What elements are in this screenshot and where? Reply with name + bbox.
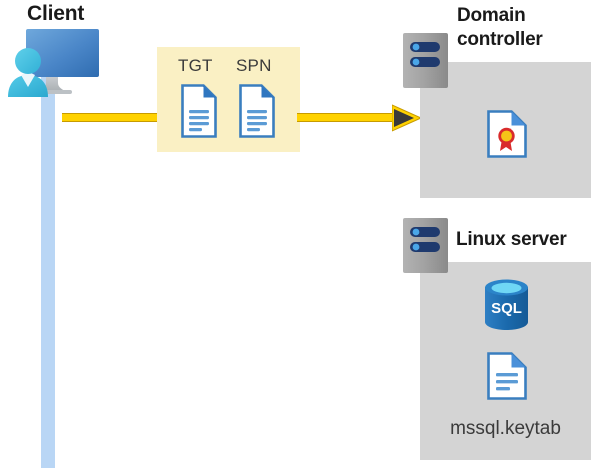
tgt-document-icon [181,84,217,138]
flow-arrow-head-icon [391,103,423,133]
tgt-label: TGT [178,56,213,75]
flow-arrow-segment-left [62,113,158,122]
domain-controller-server-rack-icon [403,33,448,88]
flow-arrow-segment-right [297,113,397,122]
keytab-file-label: mssql.keytab [450,418,561,439]
linux-server-title: Linux server [456,229,567,250]
sql-database-icon: SQL [483,278,530,331]
linux-server-rack-icon [403,218,448,273]
client-lifeline [41,70,55,468]
client-title: Client [27,2,85,25]
svg-text:SQL: SQL [491,300,522,317]
dc-title-line-1: Domain [457,5,526,26]
spn-label: SPN [236,56,272,75]
dc-title-line-2: controller [457,29,543,50]
keytab-document-icon [487,352,527,400]
domain-controller-title: Domain controller [457,4,597,52]
token-highlight-panel [157,47,300,152]
certificate-document-icon [487,110,527,158]
client-computer-user-icon [6,28,102,98]
spn-document-icon [239,84,275,138]
